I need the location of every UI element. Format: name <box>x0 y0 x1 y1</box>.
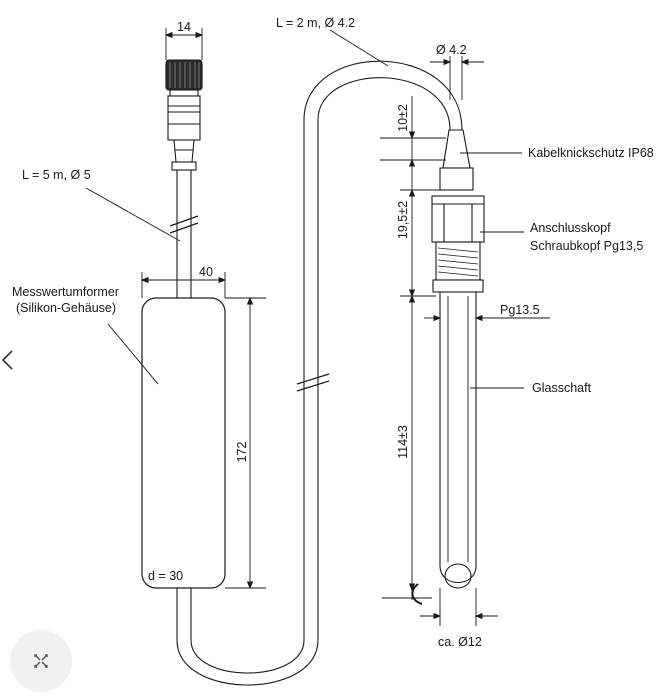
dim-19-5-label: 19,5±2 <box>396 201 410 239</box>
chevron-left-icon <box>1 350 13 370</box>
dimension-shaft-dia <box>420 588 498 626</box>
dimension-thread <box>424 310 550 328</box>
dim-10-label: 10±2 <box>396 104 410 132</box>
shaft-dia-label: ca. Ø12 <box>438 635 482 649</box>
dimension-chain <box>380 96 446 605</box>
transmitter-label-line2: (Silikon-Gehäuse) <box>16 301 116 315</box>
cable-long-label: L = 2 m, Ø 4.2 <box>276 16 355 30</box>
head-label-line1: Anschlusskopf <box>530 221 611 235</box>
cable-dia-label: Ø 4.2 <box>436 43 467 57</box>
thread-label: Pg13.5 <box>500 303 540 317</box>
leader-cable-long <box>329 29 389 67</box>
expand-arrows-icon <box>34 654 48 668</box>
transmitter-housing <box>141 297 226 589</box>
cable-short-label: L = 5 m, Ø 5 <box>22 168 91 182</box>
dimension-cable-dia <box>430 56 484 100</box>
leader-cable-short <box>85 187 181 242</box>
glass-shaft <box>439 292 477 583</box>
connection-head <box>431 195 485 293</box>
glass-shaft-label: Glasschaft <box>532 381 592 395</box>
kink-protection-base <box>439 167 474 191</box>
cable-long <box>176 60 463 686</box>
connector-plug <box>165 59 203 171</box>
cable-short <box>169 170 199 298</box>
dim-40-label: 40 <box>199 265 213 279</box>
dim-172-label: 172 <box>235 442 249 463</box>
dim-14-label: 14 <box>177 20 191 34</box>
dimension-14 <box>164 28 204 60</box>
expand-image-button[interactable] <box>10 630 72 692</box>
gallery-prev-button[interactable] <box>0 343 18 377</box>
leader-transmitter <box>107 323 159 385</box>
transmitter-label-line1: Messwertumformer <box>12 285 119 299</box>
kink-protection <box>442 129 471 169</box>
kink-protection-label: Kabelknickschutz IP68 <box>528 146 654 160</box>
dimension-40 <box>140 272 227 298</box>
dimension-172 <box>225 296 266 590</box>
diameter-d-label: d = 30 <box>148 569 183 583</box>
dim-114-label: 114±3 <box>396 425 410 459</box>
glass-bulb <box>444 563 472 589</box>
head-label-line2: Schraubkopf Pg13,5 <box>530 239 643 253</box>
